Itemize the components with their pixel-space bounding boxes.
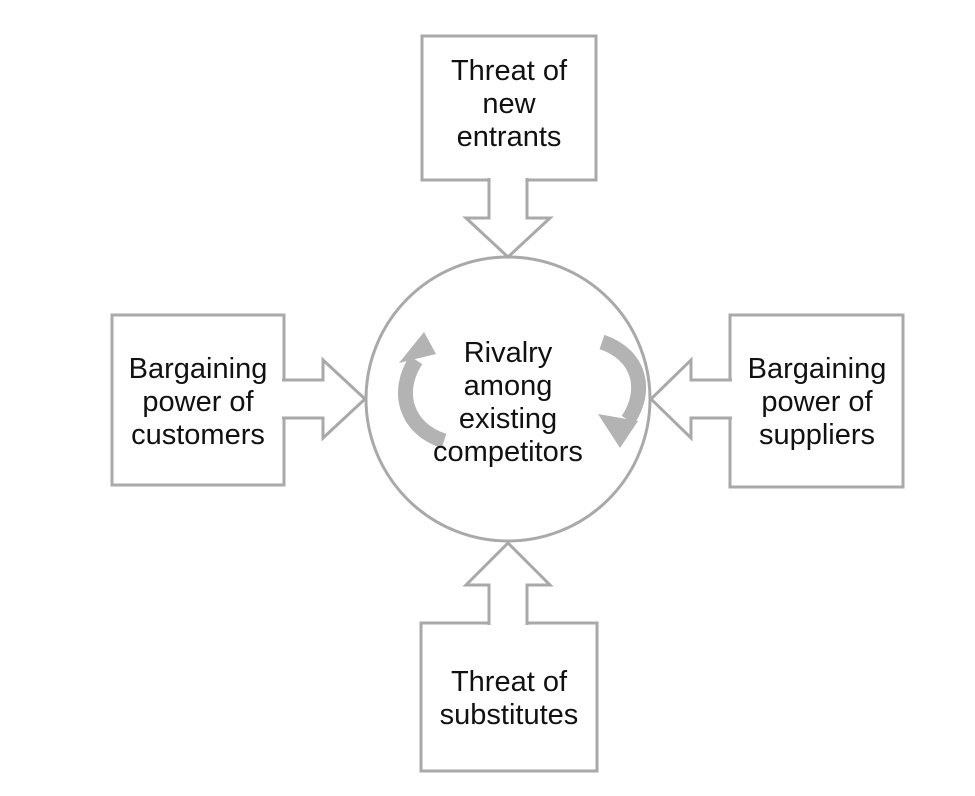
label-line: existing xyxy=(459,403,557,435)
left-block-arrow xyxy=(648,356,732,442)
threat-substitutes-label: Threat of substitutes xyxy=(440,666,579,731)
label-line: Threat of xyxy=(451,666,568,698)
label-line: among xyxy=(464,370,553,402)
label-line: substitutes xyxy=(440,699,579,731)
rotation-arrow-down-icon xyxy=(598,334,647,448)
label-line: customers xyxy=(131,419,265,451)
bargaining-customers-box xyxy=(110,313,286,487)
label-line: suppliers xyxy=(759,419,875,451)
label-line: new xyxy=(482,88,536,120)
label-line: power of xyxy=(761,386,873,418)
bargaining-suppliers-label: Bargaining power of suppliers xyxy=(748,353,887,451)
bargaining-customers-label: Bargaining power of customers xyxy=(129,353,268,451)
threat-new-entrants-box xyxy=(420,34,598,182)
label-line: Rivalry xyxy=(464,337,553,369)
label-line: competitors xyxy=(433,436,583,468)
up-block-arrow xyxy=(462,540,554,625)
label-line: Bargaining xyxy=(129,353,268,385)
label-line: power of xyxy=(142,386,254,418)
threat-substitutes-box xyxy=(419,621,599,773)
threat-new-entrants-label: Threat of new entrants xyxy=(451,55,568,153)
label-line: entrants xyxy=(457,121,562,153)
label-line: Bargaining xyxy=(748,353,887,385)
rivalry-label: Rivalry among existing competitors xyxy=(433,337,583,468)
down-block-arrow xyxy=(462,178,554,260)
rotation-arrow-up-icon xyxy=(398,332,447,449)
label-line: Threat of xyxy=(451,55,568,87)
bargaining-suppliers-box xyxy=(728,313,905,489)
right-block-arrow xyxy=(282,356,368,442)
